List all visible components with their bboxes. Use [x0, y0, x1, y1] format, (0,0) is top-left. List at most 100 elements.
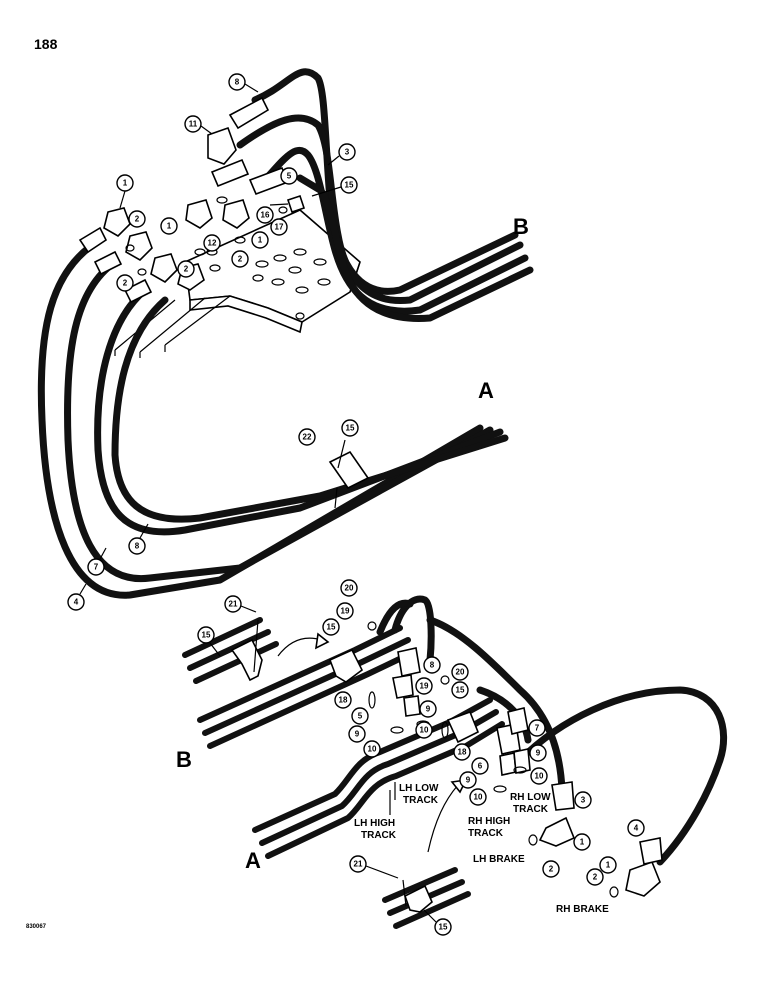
label-lh-low-track-1: LH LOW: [399, 783, 439, 794]
callout-9-d: 9: [459, 771, 477, 789]
callout-18-b: 18: [453, 743, 471, 761]
clamp-inset-bottom: [382, 778, 471, 929]
callout-8-mid: 8: [128, 537, 146, 555]
section-letter-a-top: A: [478, 378, 494, 403]
svg-text:9: 9: [426, 705, 431, 714]
callout-7-bottom: 7: [528, 719, 546, 737]
label-rh-high-track-2: TRACK: [468, 828, 504, 839]
svg-text:10: 10: [420, 726, 429, 735]
callout-18-a: 18: [334, 691, 352, 709]
svg-text:12: 12: [208, 239, 217, 248]
svg-text:7: 7: [94, 563, 99, 572]
svg-text:2: 2: [238, 255, 243, 264]
section-letter-a-bottom: A: [245, 848, 261, 873]
label-lh-high-track-2: TRACK: [361, 830, 397, 841]
callout-9-a: 9: [419, 700, 437, 718]
svg-text:2: 2: [184, 265, 189, 274]
callout-3-top: 3: [338, 143, 356, 161]
svg-text:3: 3: [345, 148, 350, 157]
section-letter-b-bottom: B: [176, 747, 192, 772]
clamp-inset-left: [182, 617, 330, 684]
hose-bundle-b: [236, 68, 534, 322]
svg-text:15: 15: [345, 181, 354, 190]
label-lh-high-track-1: LH HIGH: [354, 818, 395, 829]
callout-12: 12: [203, 234, 221, 252]
svg-text:4: 4: [634, 824, 639, 833]
callout-11: 11: [184, 115, 202, 133]
svg-text:15: 15: [439, 923, 448, 932]
callout-2-e: 2: [542, 860, 560, 878]
svg-text:19: 19: [420, 682, 429, 691]
label-lh-low-track-2: TRACK: [403, 795, 439, 806]
svg-text:1: 1: [606, 861, 611, 870]
svg-text:20: 20: [345, 584, 354, 593]
svg-text:1: 1: [258, 236, 263, 245]
svg-text:8: 8: [135, 542, 140, 551]
svg-text:15: 15: [202, 631, 211, 640]
callout-6: 6: [471, 757, 489, 775]
svg-text:1: 1: [123, 179, 128, 188]
callout-1-c: 1: [251, 231, 269, 249]
callout-10-c: 10: [530, 767, 548, 785]
svg-text:18: 18: [458, 748, 467, 757]
svg-text:1: 1: [580, 838, 585, 847]
callout-1-d: 1: [573, 833, 591, 851]
callouts-bottom: 21 20 19 15 15 8 18 5 9 19 20 15 9 10 10…: [197, 579, 645, 936]
callout-2-a: 2: [128, 210, 146, 228]
label-rh-low-track-2: TRACK: [513, 804, 549, 815]
svg-text:15: 15: [327, 623, 336, 632]
callout-3-bottom: 3: [574, 791, 592, 809]
svg-text:2: 2: [123, 279, 128, 288]
callout-1-a: 1: [116, 174, 134, 192]
callout-2-f: 2: [586, 868, 604, 886]
callout-15-f: 15: [434, 918, 452, 936]
svg-text:15: 15: [346, 424, 355, 433]
manifold-block: [114, 209, 361, 358]
callout-2-c: 2: [177, 260, 195, 278]
page-number: 188: [34, 36, 58, 52]
section-letter-b-top: B: [513, 214, 529, 239]
svg-text:8: 8: [430, 661, 435, 670]
callout-2-d: 2: [116, 274, 134, 292]
clamp-top: [328, 439, 370, 509]
callout-19-a: 19: [336, 602, 354, 620]
svg-text:22: 22: [303, 433, 312, 442]
svg-text:17: 17: [275, 223, 284, 232]
callout-10-b: 10: [415, 721, 433, 739]
callout-16: 16: [256, 206, 274, 224]
callout-15-c: 15: [197, 626, 215, 644]
svg-text:21: 21: [354, 860, 363, 869]
svg-text:9: 9: [536, 749, 541, 758]
svg-text:4: 4: [74, 598, 79, 607]
callout-1-e: 1: [599, 856, 617, 874]
callout-5-top: 5: [280, 167, 298, 185]
callout-7-top: 7: [87, 558, 105, 576]
svg-text:1: 1: [167, 222, 172, 231]
svg-text:2: 2: [593, 873, 598, 882]
svg-text:16: 16: [261, 211, 270, 220]
callout-17: 17: [270, 218, 288, 236]
hose-bundle-b-bottom: [197, 595, 435, 749]
callout-1-b: 1: [160, 217, 178, 235]
svg-text:19: 19: [341, 607, 350, 616]
callout-15-e: 15: [451, 681, 469, 699]
svg-text:18: 18: [339, 696, 348, 705]
label-rh-brake: RH BRAKE: [556, 904, 609, 915]
svg-text:9: 9: [355, 730, 360, 739]
callout-2-b: 2: [231, 250, 249, 268]
svg-text:10: 10: [535, 772, 544, 781]
svg-text:15: 15: [456, 686, 465, 695]
svg-text:7: 7: [535, 724, 540, 733]
figure-number: 830067: [26, 924, 47, 930]
callout-21-a: 21: [224, 595, 242, 613]
callout-4-bottom: 4: [627, 819, 645, 837]
label-lh-brake: LH BRAKE: [473, 854, 525, 865]
svg-text:10: 10: [368, 745, 377, 754]
fittings-bottom: [367, 621, 663, 898]
svg-text:21: 21: [229, 600, 238, 609]
hose-labels: LH LOW TRACK LH HIGH TRACK RH HIGH TRACK…: [354, 782, 609, 915]
callout-15-mid: 15: [341, 419, 359, 437]
svg-text:11: 11: [189, 120, 198, 129]
callout-4-top: 4: [67, 593, 85, 611]
